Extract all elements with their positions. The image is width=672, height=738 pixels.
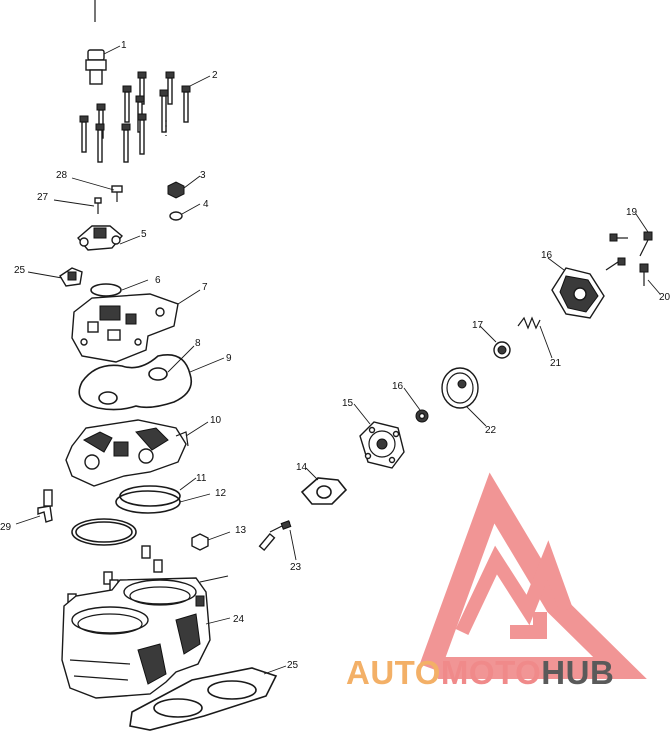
brand-part-hub: HUB xyxy=(541,654,615,691)
callout-22: 22 xyxy=(485,425,497,436)
callout-15: 15 xyxy=(342,398,354,409)
part-20-bolt-b xyxy=(605,257,626,271)
part-28-pin xyxy=(111,185,123,202)
callout-21: 21 xyxy=(550,358,562,369)
part-22-diaphragm xyxy=(441,367,479,409)
callout-10: 10 xyxy=(210,415,222,426)
callout-25b: 25 xyxy=(287,660,299,671)
part-25-base-gasket xyxy=(129,667,278,731)
callout-16a: 16 xyxy=(392,381,404,392)
watermark-brand: AUTOMOTOHUB xyxy=(346,656,614,689)
callout-8: 8 xyxy=(195,338,201,349)
callout-7: 7 xyxy=(202,282,208,293)
callout-16b: 16 xyxy=(541,250,553,261)
part-4-washer xyxy=(169,211,183,221)
part-6-o-ring xyxy=(90,283,122,297)
part-2-bolts xyxy=(79,71,191,163)
callout-3: 3 xyxy=(200,170,206,181)
callout-6: 6 xyxy=(155,275,161,286)
brand-part-auto: AUTO xyxy=(346,654,441,691)
part-5-fitting xyxy=(77,225,123,251)
part-23-sensor xyxy=(258,520,292,552)
callout-4: 4 xyxy=(203,199,209,210)
callout-17: 17 xyxy=(472,320,484,331)
part-16-washer xyxy=(415,409,429,423)
callout-11: 11 xyxy=(196,473,207,484)
callout-27: 27 xyxy=(37,192,49,203)
callout-9: 9 xyxy=(226,353,232,364)
part-29-elbow xyxy=(37,489,53,523)
part-17-washer xyxy=(493,341,511,359)
part-7-head-cover xyxy=(71,293,179,363)
brand-part-moto: MOTO xyxy=(440,654,542,691)
part-20-bolt xyxy=(639,263,649,286)
part-19-bolt-b xyxy=(609,233,628,242)
part-9-head-gasket xyxy=(78,354,193,411)
callout-25a: 25 xyxy=(14,265,26,276)
part-3-nut xyxy=(167,181,185,199)
part-25-fitting-upper xyxy=(59,267,83,287)
part-24-cylinder-block xyxy=(61,545,211,699)
callout-20: 20 xyxy=(659,292,671,303)
part-11-gasket xyxy=(119,485,181,507)
part-13-nut xyxy=(191,533,209,551)
part-19-bolt xyxy=(639,231,653,257)
part-27-pin xyxy=(94,197,102,214)
callout-14: 14 xyxy=(296,462,308,473)
callout-13: 13 xyxy=(235,525,247,536)
part-unlabeled-base-gasket xyxy=(71,518,137,546)
part-16-cover-upper xyxy=(551,267,605,319)
part-21-spring xyxy=(517,316,541,330)
part-1-stud xyxy=(85,0,107,85)
part-14-gasket xyxy=(300,477,348,505)
callout-1: 1 xyxy=(121,40,127,51)
callout-5: 5 xyxy=(141,229,147,240)
callout-29: 29 xyxy=(0,522,12,533)
callout-labels: 1 2 3 4 5 6 7 8 9 10 11 12 13 14 15 16 1… xyxy=(0,40,671,671)
callout-23: 23 xyxy=(290,562,302,573)
callout-24: 24 xyxy=(233,614,245,625)
part-10-cylinder-head xyxy=(65,419,189,487)
callout-2: 2 xyxy=(212,70,218,81)
part-8-seal xyxy=(98,367,168,405)
watermark-logo xyxy=(419,472,647,679)
callout-12: 12 xyxy=(215,488,227,499)
part-15-housing xyxy=(359,421,405,469)
leader-lines xyxy=(15,45,661,675)
callout-28: 28 xyxy=(56,170,68,181)
callout-19: 19 xyxy=(626,207,638,218)
